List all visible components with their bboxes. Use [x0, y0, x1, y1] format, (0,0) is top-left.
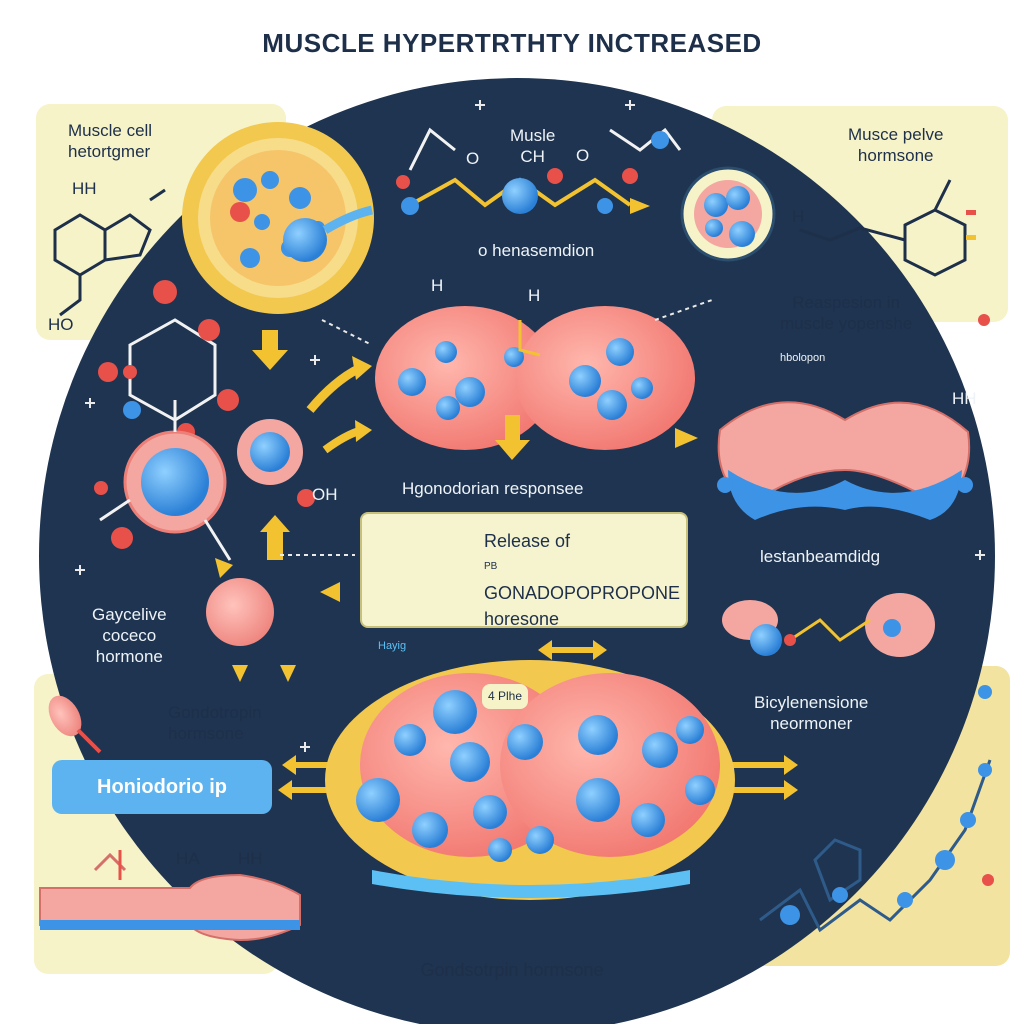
hgonodorian-label: Hgonodorian responsee	[402, 479, 584, 498]
page-title: MUSCLE HYPERTRTHTY INCTREASED	[262, 28, 762, 58]
pelve-cell	[680, 166, 776, 262]
flow-arrows	[215, 330, 798, 800]
gaycelive-label: Gaycelive coceco hormone	[92, 605, 167, 666]
ha-label: HA	[176, 849, 200, 868]
h-right-label: H	[792, 207, 805, 226]
o-mark-2: O	[576, 146, 590, 165]
release-box	[360, 512, 688, 628]
bottom-right-molecule	[759, 759, 992, 933]
four-plhe-label: 4 Plhe	[482, 684, 529, 709]
hh-top-label: HH	[72, 179, 97, 198]
hayig-label: Hayig	[378, 640, 407, 652]
central-muscle-cell	[375, 306, 695, 450]
muscle-pelve-label: Musce pelve hormsone	[848, 125, 944, 165]
left-chem-structure	[53, 188, 166, 317]
bottom-left-fiber	[39, 850, 301, 942]
o-mark-1: O	[466, 149, 480, 168]
pink-sphere	[206, 578, 274, 646]
henasemdion-label: o henasemdion	[478, 241, 595, 260]
honiodorio-ip-button[interactable]: Honiodorio ip	[52, 760, 272, 814]
bottom-caption: Gondsotrpin hormsone	[420, 960, 604, 980]
muscle-cell-label: Muscle cell hetortgmer	[68, 121, 153, 161]
bottom-muscle-cell	[325, 660, 735, 900]
h-mid-label: H	[528, 286, 541, 305]
right-chem-structure	[799, 179, 967, 277]
gondotropin-label: Gondotropin hormsone	[168, 703, 262, 743]
right-muscle-fiber	[717, 401, 973, 520]
right-bundle	[722, 593, 935, 657]
hh-right-label: HH	[952, 389, 977, 408]
left-blue-cell	[94, 400, 315, 561]
oh-left-label: OH	[312, 485, 338, 504]
h-center-label: H	[431, 276, 444, 295]
hh-bottom-label: HH	[238, 849, 263, 868]
ho-label: HO	[48, 315, 74, 334]
bicylene-label: Bicylenensione neormoner	[754, 693, 869, 733]
muscle-cell	[182, 122, 374, 314]
hobolgon-label: hbolopon	[780, 352, 826, 364]
reaspesion-label: Reaspesion in muscle yopenshe	[780, 293, 913, 333]
musle-label: Musle CH	[510, 126, 556, 166]
lestanbeamdidg-label: lestanbeamdidg	[760, 547, 881, 566]
sparkles	[75, 100, 985, 752]
